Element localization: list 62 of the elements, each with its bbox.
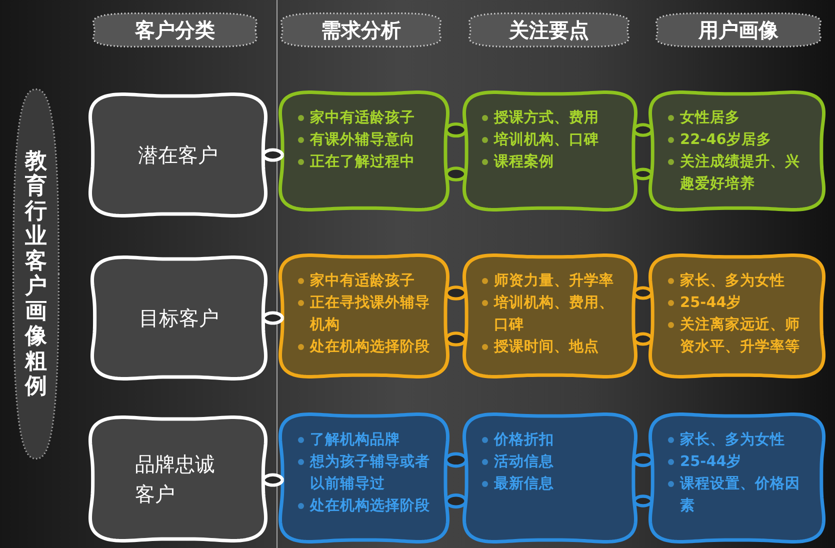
bullet-point: 家中有适龄孩子 xyxy=(310,110,415,126)
link-ring xyxy=(262,311,284,325)
bullet-point: 正在寻找课外辅导机构 xyxy=(310,295,430,333)
detail-cloud xyxy=(462,253,638,379)
bullet-point: 活动信息 xyxy=(494,454,554,470)
link-ring xyxy=(444,494,468,508)
bullet-point: 课程设置、价格因素 xyxy=(680,476,800,514)
bullet-point: 25-44岁 xyxy=(680,295,742,311)
bullet-point: 家中有适龄孩子 xyxy=(310,273,415,289)
bullet-point: 22-46岁居多 xyxy=(680,132,772,148)
link-ring xyxy=(632,332,654,346)
bullet-point: 培训机构、费用、口碑 xyxy=(494,295,614,333)
bullet-point: 家长、多为女性 xyxy=(680,273,785,289)
bullet-point: 师资力量、升学率 xyxy=(494,273,614,289)
bullet-point: 有课外辅导意向 xyxy=(310,132,415,148)
bullet-point: 最新信息 xyxy=(494,476,554,492)
bullet-point: 培训机构、口碑 xyxy=(494,132,599,148)
detail-cloud xyxy=(462,90,638,212)
bullet-point: 授课方式、费用 xyxy=(494,110,599,126)
bullet-point: 处在机构选择阶段 xyxy=(310,498,430,514)
link-ring xyxy=(262,473,284,487)
detail-cloud xyxy=(648,90,826,212)
link-ring xyxy=(444,332,468,346)
bullet-point: 正在了解过程中 xyxy=(310,154,415,170)
bullet-point: 关注离家远近、师资水平、升学率等 xyxy=(680,317,800,355)
category-cloud xyxy=(90,255,268,381)
bullet-point: 了解机构品牌 xyxy=(310,432,400,448)
link-ring xyxy=(444,122,468,138)
link-ring xyxy=(632,168,654,180)
bullet-point: 价格折扣 xyxy=(494,432,554,448)
link-ring xyxy=(262,148,284,162)
detail-cloud xyxy=(648,412,826,544)
detail-cloud xyxy=(648,253,826,379)
category-label: 潜在客户 xyxy=(138,142,218,169)
detail-cloud xyxy=(462,412,638,544)
column-header: 用户画像 xyxy=(698,18,778,42)
link-ring xyxy=(444,452,468,468)
link-ring xyxy=(632,286,654,300)
link-ring xyxy=(632,494,654,508)
bullet-point: 想为孩子辅导或者以前辅导过 xyxy=(310,454,430,492)
link-ring xyxy=(444,286,468,300)
detail-cloud xyxy=(278,90,450,212)
column-header: 需求分析 xyxy=(321,18,401,42)
bullet-point: 授课时间、地点 xyxy=(494,339,599,355)
bullet-point: 关注成绩提升、兴趣爱好培养 xyxy=(680,154,800,192)
link-ring xyxy=(444,166,468,182)
bullet-point: 处在机构选择阶段 xyxy=(310,339,430,355)
category-label: 目标客户 xyxy=(139,305,219,332)
category-label: 品牌忠诚客户 xyxy=(135,451,216,508)
category-cloud xyxy=(88,415,268,543)
link-ring xyxy=(632,452,654,468)
bullet-point: 家长、多为女性 xyxy=(680,432,785,448)
vertical-title: 教育行业客户画像粗例 xyxy=(24,149,48,399)
column-header: 客户分类 xyxy=(135,18,215,42)
detail-cloud xyxy=(278,412,450,544)
bullet-point: 女性居多 xyxy=(680,110,740,126)
column-header: 关注要点 xyxy=(509,18,589,42)
link-ring xyxy=(632,123,654,137)
detail-cloud xyxy=(278,253,450,379)
category-cloud xyxy=(88,92,268,218)
bullet-point: 25-44岁 xyxy=(680,454,742,470)
bullet-point: 课程案例 xyxy=(494,154,554,170)
